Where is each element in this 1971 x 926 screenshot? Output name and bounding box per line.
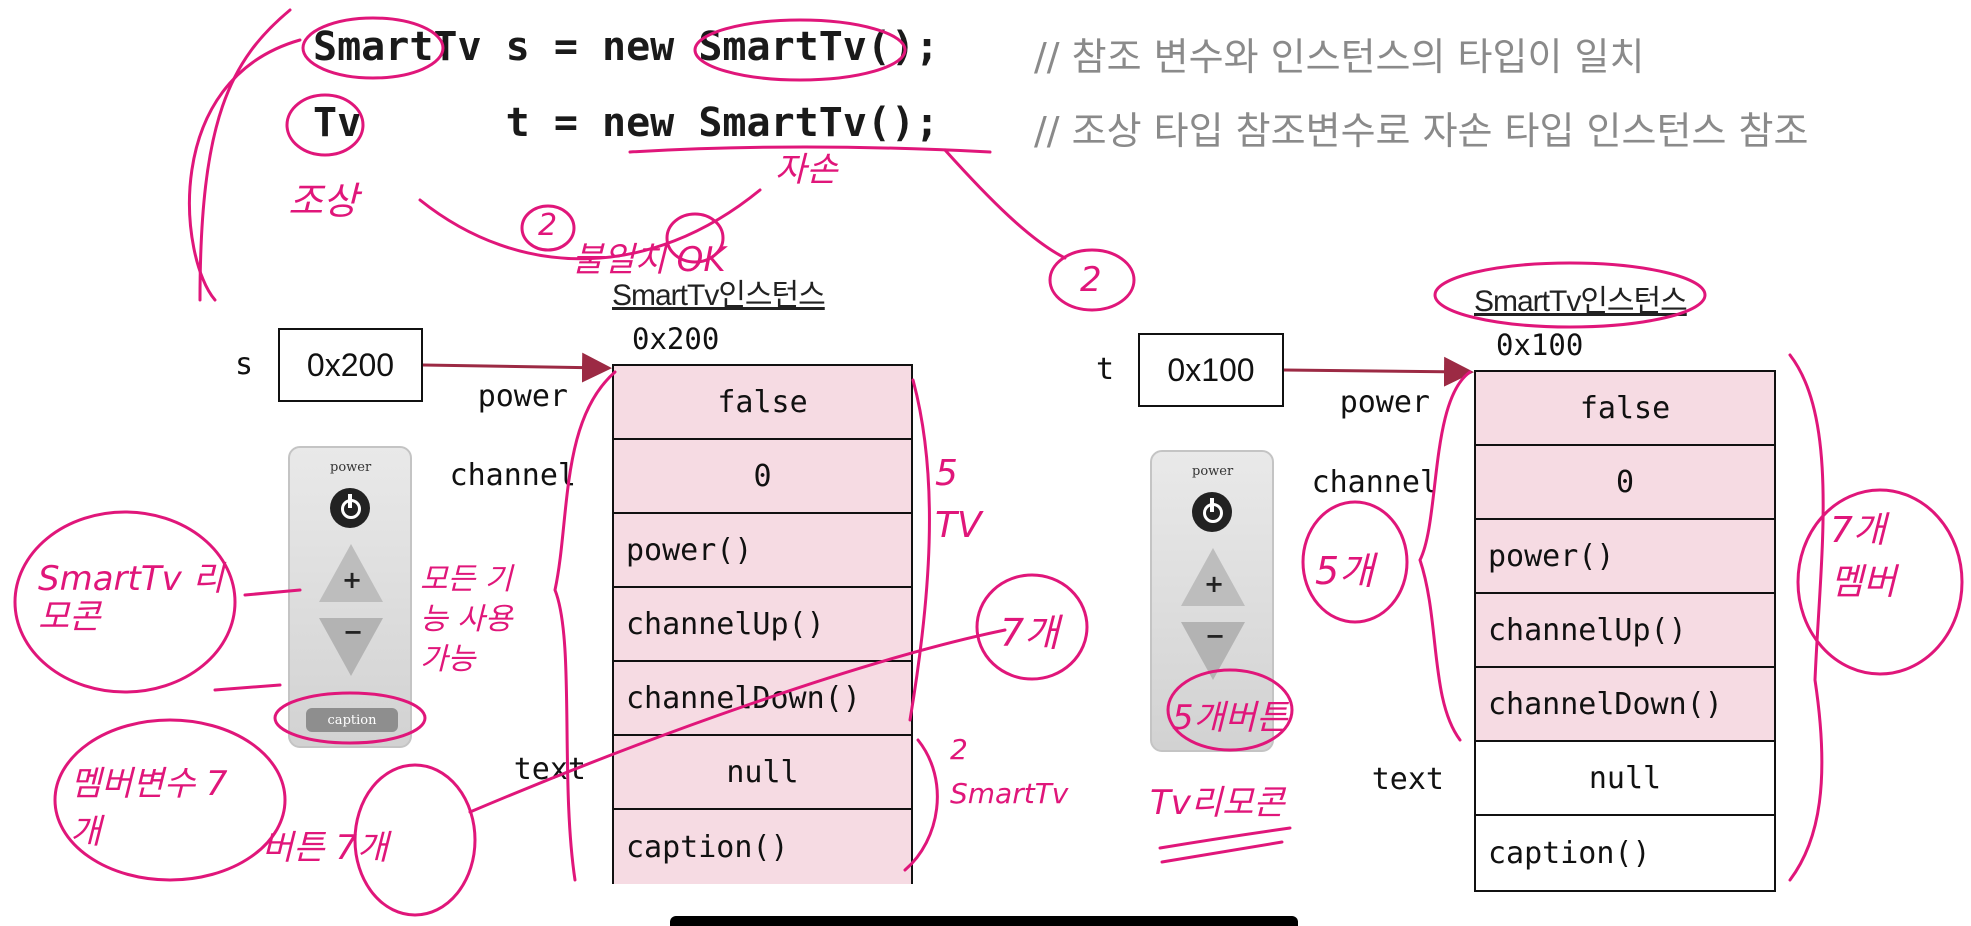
- bottom-bar: [670, 916, 1298, 926]
- ink-brace-left-right: [910, 380, 929, 720]
- ink-smarttv-remote: SmartTv 리모콘: [38, 560, 238, 636]
- ink-brace-right-left: [1420, 372, 1470, 740]
- ink-two-smarttv: 2 SmartTv: [950, 728, 1070, 816]
- ink-arrow-remote: [215, 685, 280, 690]
- ink-circle-right-title: [1435, 263, 1705, 327]
- ink-curve-outer: [200, 10, 290, 300]
- right-ref-arrow: [1284, 370, 1468, 372]
- ink-seven-members: 7개 멤버: [1830, 505, 1920, 609]
- ink-descendant: 자손: [775, 142, 838, 191]
- ink-curve-left: [189, 40, 300, 300]
- ink-circle-new-smarttv: [695, 20, 905, 80]
- ink-tv-remote: Tv리모콘: [1150, 775, 1285, 824]
- ink-num-2a: 2: [538, 208, 557, 243]
- ink-arrow-smarttv: [245, 590, 300, 595]
- ink-buttons-7: 버튼 7개: [262, 820, 388, 869]
- left-ref-arrow: [423, 365, 606, 368]
- ink-num-2b: 2: [1080, 260, 1102, 300]
- ink-member-count: 멤버변수 7개: [70, 760, 240, 856]
- ink-five-count: 5개: [1315, 540, 1374, 595]
- ink-circle-caption: [275, 693, 425, 743]
- ink-all-functions: 모든 기능 사용가능: [420, 560, 530, 680]
- ink-circle-tv-type: [287, 95, 363, 155]
- ink-line-to-7: [470, 630, 1005, 812]
- ink-five-tv: 5 TV: [935, 448, 995, 552]
- ink-curve-right: [945, 150, 1065, 258]
- ink-five-buttons: 5개버튼: [1172, 690, 1287, 739]
- ink-mismatch-ok: 불일치 OK: [572, 232, 726, 281]
- ink-brace-left: [555, 372, 615, 880]
- ink-circle-smarttv-type: [303, 18, 443, 78]
- ink-brace-right-outer: [1790, 355, 1823, 880]
- ink-ancestor: 조상: [288, 170, 358, 225]
- ink-brace-left-lower: [905, 740, 937, 870]
- ink-seven-a: 7개: [1000, 602, 1059, 657]
